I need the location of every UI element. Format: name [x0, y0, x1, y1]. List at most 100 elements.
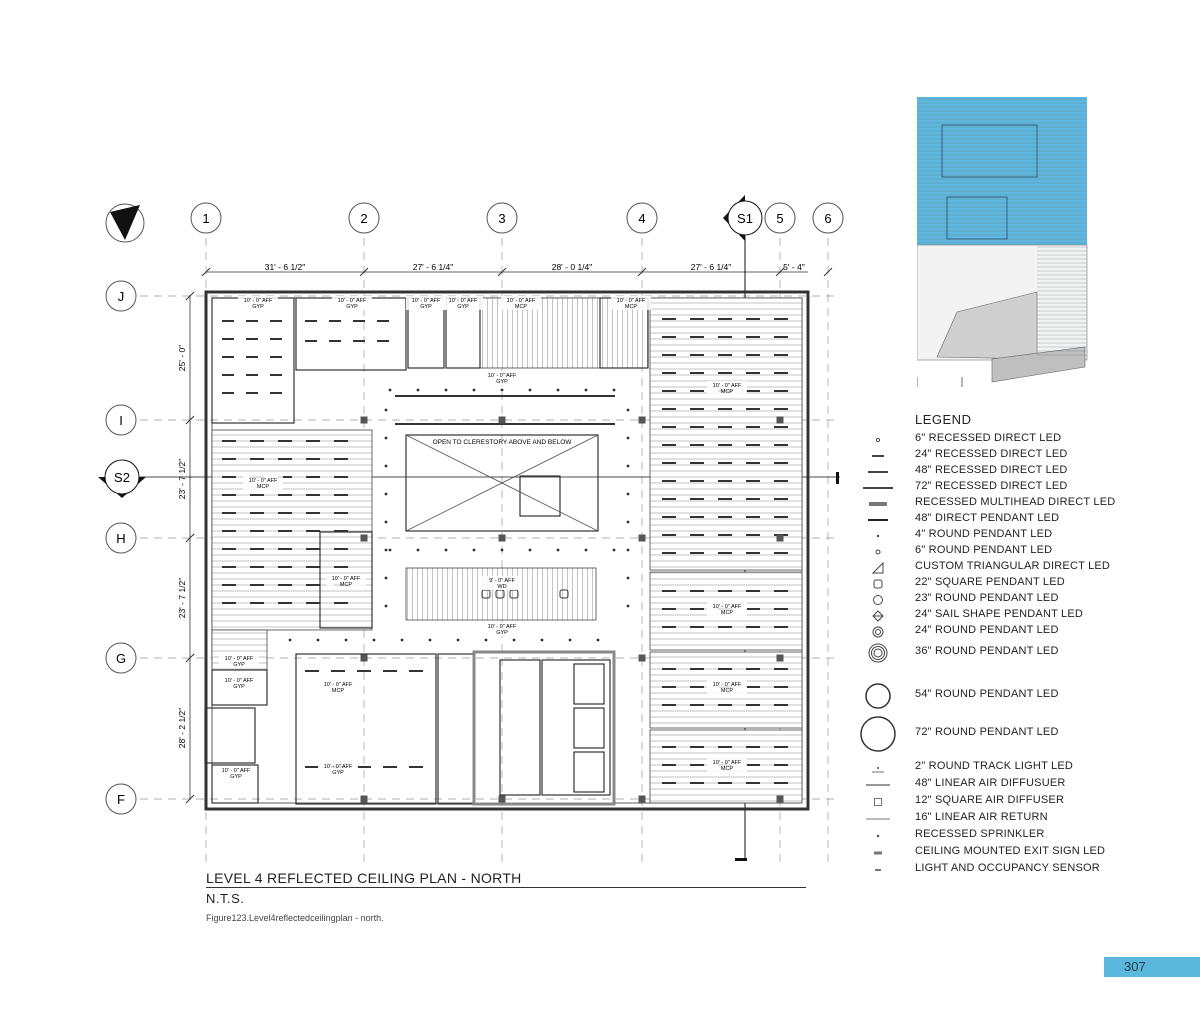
legend-item: 6" ROUND PENDANT LED: [915, 544, 1053, 556]
tiny-dot-icon: [876, 534, 880, 538]
linear-fixture: [690, 408, 704, 410]
room-tag-height: 10' - 0" AFF: [713, 604, 742, 610]
room-tag-material: MCP: [721, 610, 734, 616]
circle-icon: [873, 595, 883, 605]
room-tag-material: MCP: [515, 304, 528, 310]
linear-fixture: [246, 338, 258, 340]
linear-fixture: [246, 356, 258, 358]
xlarge-circle-icon: [860, 716, 896, 752]
dimension-label: 5' - 4": [783, 262, 805, 272]
column-marker: [360, 795, 368, 803]
column-marker: [776, 654, 784, 662]
double-circle-icon: [872, 626, 884, 638]
downlight: [500, 388, 504, 392]
linear-fixture: [278, 566, 292, 568]
grid-column-bubble: 2: [348, 202, 380, 234]
downlight: [568, 638, 572, 642]
linear-fixture: [690, 462, 704, 464]
linear-fixture: [329, 320, 341, 322]
downlight: [500, 548, 504, 552]
downlight: [388, 548, 392, 552]
linear-fixture: [746, 372, 760, 374]
linear-fixture: [222, 494, 236, 496]
multihead-icon: [869, 502, 887, 506]
legend-item: 16" LINEAR AIR RETURN: [915, 811, 1048, 823]
linear-fixture: [662, 782, 676, 784]
linear-fixture: [718, 704, 732, 706]
linear-fixture: [222, 356, 234, 358]
north-arrow-icon: [105, 203, 145, 243]
linear-fixture: [690, 552, 704, 554]
linear-fixture: [690, 498, 704, 500]
dimension-label: 23' - 7 1/2": [177, 459, 187, 500]
linear-fixture: [278, 512, 292, 514]
room-tag-height: 10' - 0" AFF: [324, 682, 353, 688]
legend-item: 48" DIRECT PENDANT LED: [915, 512, 1060, 524]
clerestory-note: OPEN TO CLERESTORY ABOVE AND BELOW: [433, 439, 573, 446]
linear-fixture: [746, 782, 760, 784]
linear-fixture: [690, 354, 704, 356]
linear-fixture: [690, 626, 704, 628]
downlight: [584, 548, 588, 552]
linear-fixture: [662, 480, 676, 482]
room-tag-height: 9' - 0" AFF: [489, 578, 515, 584]
linear-fixture: [270, 392, 282, 394]
linear-fixture: [774, 498, 788, 500]
linear-fixture: [222, 338, 234, 340]
linear-fixture: [774, 336, 788, 338]
column-marker: [776, 416, 784, 424]
linear-fixture: [662, 516, 676, 518]
linear-fixture: [774, 444, 788, 446]
legend-item: 54" ROUND PENDANT LED: [915, 688, 1059, 700]
column-marker: [360, 654, 368, 662]
room-tag-height: 10' - 0" AFF: [713, 383, 742, 389]
linear-diffuser-icon: [866, 784, 890, 786]
linear-fixture: [306, 548, 320, 550]
downlight: [556, 548, 560, 552]
downlight: [372, 638, 376, 642]
linear-fixture: [329, 340, 341, 342]
rounded-square-icon: [873, 579, 883, 589]
column-marker: [776, 795, 784, 803]
linear-fixture: [718, 444, 732, 446]
grid-column-label: 2: [360, 211, 367, 226]
linear-fixture: [222, 512, 236, 514]
room-tag-material: GYP: [332, 770, 344, 776]
downlight: [540, 638, 544, 642]
horizontal-dimension-string: 31' - 6 1/2"27' - 6 1/4"28' - 0 1/4"27' …: [201, 262, 833, 277]
linear-fixture: [250, 548, 264, 550]
linear-fixture: [662, 590, 676, 592]
room-partitions: [204, 297, 649, 806]
linear-fixture: [774, 782, 788, 784]
room-tag-height: 10' - 0" AFF: [617, 298, 646, 304]
downlight: [626, 548, 630, 552]
linear-fixture: [662, 668, 676, 670]
linear-fixture: [270, 320, 282, 322]
linear-fixture: [718, 746, 732, 748]
column-marker: [638, 416, 646, 424]
linear-fixture: [690, 704, 704, 706]
linear-fixture: [774, 746, 788, 748]
square-pendant: [559, 589, 569, 599]
legend-item: 2" ROUND TRACK LIGHT LED: [915, 760, 1074, 772]
column-marker: [360, 534, 368, 542]
linear-fixture: [306, 584, 320, 586]
linear-fixture: [690, 426, 704, 428]
vertical-dimension-string: 25' - 0"23' - 7 1/2"23' - 7 1/2"28' - 2 …: [177, 291, 195, 804]
legend-icons: [860, 437, 896, 871]
room-tag-material: MCP: [340, 582, 353, 588]
legend-item: 48" LINEAR AIR DIFFUSUER: [915, 777, 1066, 789]
linear-fixture: [690, 746, 704, 748]
linear-fixture: [746, 608, 760, 610]
linear-fixture: [306, 440, 320, 442]
long-bar-icon: [863, 487, 893, 489]
linear-fixture: [377, 340, 389, 342]
column-marker: [638, 654, 646, 662]
grid-row-bubble: J: [105, 280, 137, 312]
